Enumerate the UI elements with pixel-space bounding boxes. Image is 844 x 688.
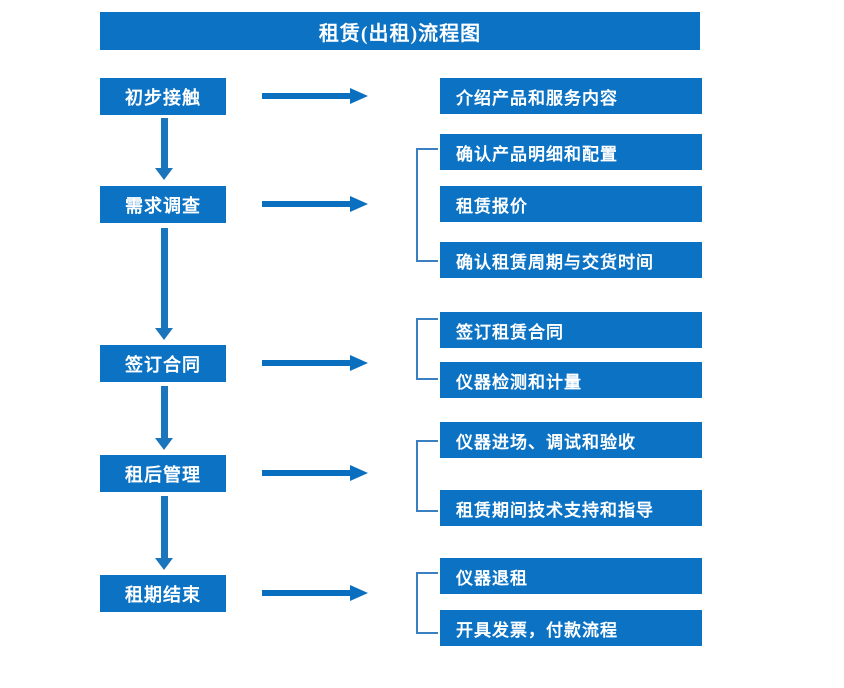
- stage-box-sign-contract[interactable]: 签订合同: [100, 345, 226, 382]
- detail-box-invoice-payment[interactable]: 开具发票，付款流程: [440, 610, 702, 646]
- detail-box-instrument-entry-commissioning[interactable]: 仪器进场、调试和验收: [440, 422, 702, 458]
- bracket-post-rental-group: [416, 440, 438, 512]
- vertical-arrow-initial-to-needs: [155, 118, 173, 182]
- horizontal-arrow-needs-survey: [262, 196, 368, 212]
- horizontal-arrow-initial-contact: [262, 88, 368, 104]
- diagram-title: 租赁(出租)流程图: [100, 12, 700, 50]
- detail-box-rental-quote[interactable]: 租赁报价: [440, 186, 702, 222]
- horizontal-arrow-sign-contract: [262, 355, 368, 371]
- detail-box-confirm-product-details[interactable]: 确认产品明细和配置: [440, 134, 702, 170]
- horizontal-arrow-lease-end: [262, 585, 368, 601]
- vertical-arrow-contract-to-post-rental: [155, 386, 173, 452]
- vertical-arrow-post-rental-to-lease-end: [155, 496, 173, 572]
- bracket-lease-end-group: [416, 572, 438, 634]
- detail-box-sign-rental-contract[interactable]: 签订租赁合同: [440, 312, 702, 348]
- detail-box-technical-support[interactable]: 租赁期间技术支持和指导: [440, 490, 702, 526]
- stage-box-post-rental-management[interactable]: 租后管理: [100, 455, 226, 492]
- detail-box-confirm-rental-period[interactable]: 确认租赁周期与交货时间: [440, 242, 702, 278]
- detail-box-instrument-inspection[interactable]: 仪器检测和计量: [440, 362, 702, 398]
- stage-box-lease-end[interactable]: 租期结束: [100, 575, 226, 612]
- bracket-needs-survey-group: [416, 148, 438, 262]
- detail-box-instrument-return[interactable]: 仪器退租: [440, 558, 702, 594]
- horizontal-arrow-post-rental: [262, 465, 368, 481]
- bracket-sign-contract-group: [416, 318, 438, 380]
- stage-box-needs-survey[interactable]: 需求调查: [100, 186, 226, 223]
- detail-box-introduce-products[interactable]: 介绍产品和服务内容: [440, 78, 702, 114]
- stage-box-initial-contact[interactable]: 初步接触: [100, 78, 226, 115]
- vertical-arrow-needs-to-contract: [155, 228, 173, 342]
